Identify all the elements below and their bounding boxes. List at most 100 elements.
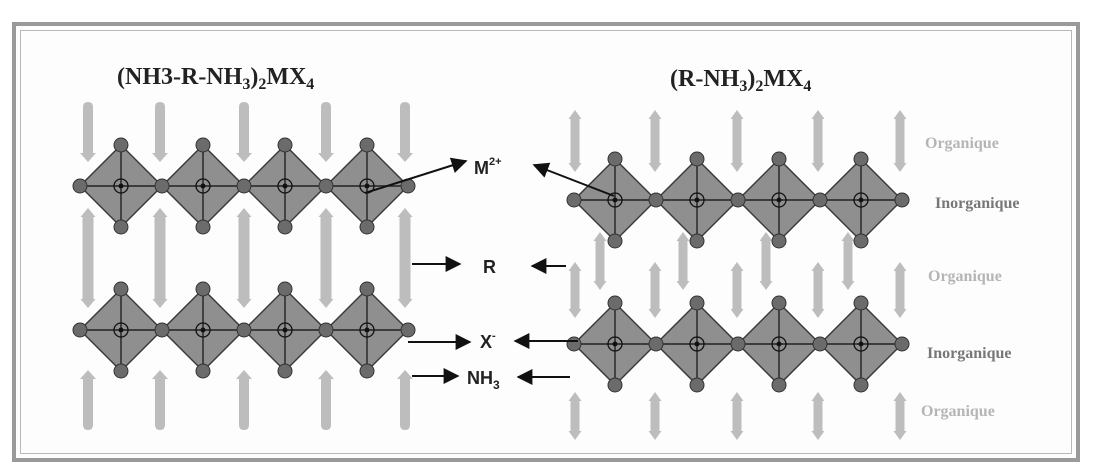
organic-cation: [730, 392, 744, 440]
halide-atom: [318, 178, 334, 194]
halide-atom: [730, 336, 746, 352]
organic-cation: [397, 102, 413, 162]
halide-atom: [72, 178, 88, 194]
metal-atom: [853, 192, 869, 208]
metal-atom: [277, 178, 293, 194]
halide-atom: [277, 137, 293, 153]
halide-atom: [648, 336, 664, 352]
organic-cation: [152, 102, 168, 162]
halide-atom: [689, 377, 705, 393]
organic-cation: [568, 392, 582, 440]
halide-atom: [318, 322, 334, 338]
organic-cation: [841, 232, 855, 290]
organic-cation: [893, 110, 907, 172]
organic-cation: [811, 262, 825, 318]
organic-cation: [593, 232, 607, 290]
organic-cation: [152, 208, 168, 308]
left-formula-title: (NH3-R-NH3)2MX4: [117, 64, 314, 93]
ammonium-label: NH3: [467, 368, 500, 392]
side-label-organique-3: Organique: [921, 403, 995, 420]
organic-cation: [152, 370, 168, 430]
halide-atom: [113, 363, 129, 379]
metal-atom: [771, 336, 787, 352]
organic-r-label: R: [483, 257, 496, 277]
halide-atom: [771, 377, 787, 393]
halide-atom: [277, 363, 293, 379]
metal-right-arrow: [532, 162, 615, 197]
halide-atom: [113, 281, 129, 297]
halide-atom: [853, 377, 869, 393]
metal-atom: [689, 336, 705, 352]
halide-atom: [648, 192, 664, 208]
halide-atom: [812, 192, 828, 208]
organic-cation: [648, 110, 662, 172]
halide-atom: [853, 233, 869, 249]
halide-atom: [730, 192, 746, 208]
halide-atom: [566, 336, 582, 352]
octahedra-chain: [566, 151, 910, 249]
halide-atom: [689, 295, 705, 311]
figure-frame: [12, 22, 1080, 462]
organic-cation: [80, 208, 96, 308]
halide-atom: [853, 151, 869, 167]
organic-cation: [893, 392, 907, 440]
organic-cation: [730, 262, 744, 318]
metal-atom: [277, 322, 293, 338]
halide-atom: [607, 295, 623, 311]
halide-atom: [771, 151, 787, 167]
halide-atom: [853, 295, 869, 311]
organic-cation: [236, 102, 252, 162]
metal-atom: [689, 192, 705, 208]
halide-atom: [607, 377, 623, 393]
side-label-organique-1: Organique: [925, 135, 999, 152]
figure-inner-frame: [20, 30, 1072, 454]
halide-atom: [359, 281, 375, 297]
side-label-organique-2: Organique: [928, 268, 1002, 285]
organic-cation: [318, 102, 334, 162]
metal-atom: [853, 336, 869, 352]
halide-atom: [195, 281, 211, 297]
halide-atom: [113, 137, 129, 153]
halide-atom: [359, 363, 375, 379]
halide-atom: [894, 192, 910, 208]
organic-cation-layer: [80, 102, 907, 440]
halide-atom: [277, 281, 293, 297]
metal-atom: [113, 178, 129, 194]
halide-atom: [894, 336, 910, 352]
halide-atom: [113, 219, 129, 235]
metal-cation-label: M2+: [474, 156, 502, 178]
metal-atom: [607, 192, 623, 208]
halide-atom: [195, 137, 211, 153]
halide-atom: [236, 322, 252, 338]
organic-cation: [318, 208, 334, 308]
organic-cation: [648, 262, 662, 318]
halide-atom: [359, 137, 375, 153]
metal-left-arrow: [364, 157, 468, 194]
organic-cation: [730, 110, 744, 172]
halide-atom: [154, 322, 170, 338]
organic-cation: [568, 262, 582, 318]
halide-atom: [236, 178, 252, 194]
organic-cation: [893, 262, 907, 318]
halide-atom: [607, 233, 623, 249]
organic-cation: [80, 102, 96, 162]
octahedra-chain: [72, 281, 416, 379]
halide-atom: [771, 295, 787, 311]
halide-atom: [400, 322, 416, 338]
halide-atom: [154, 178, 170, 194]
organic-cation: [236, 208, 252, 308]
halide-atom: [566, 192, 582, 208]
organic-cation: [811, 110, 825, 172]
organic-cation: [397, 370, 413, 430]
organic-cation: [811, 392, 825, 440]
halide-atom: [359, 219, 375, 235]
halide-atom: [195, 219, 211, 235]
halide-atom: [195, 363, 211, 379]
organic-cation: [318, 370, 334, 430]
metal-atom: [359, 322, 375, 338]
side-label-inorganique-1: Inorganique: [935, 195, 1019, 212]
halide-atom: [607, 151, 623, 167]
organic-cation: [397, 208, 413, 308]
octahedra-chain: [566, 295, 910, 393]
